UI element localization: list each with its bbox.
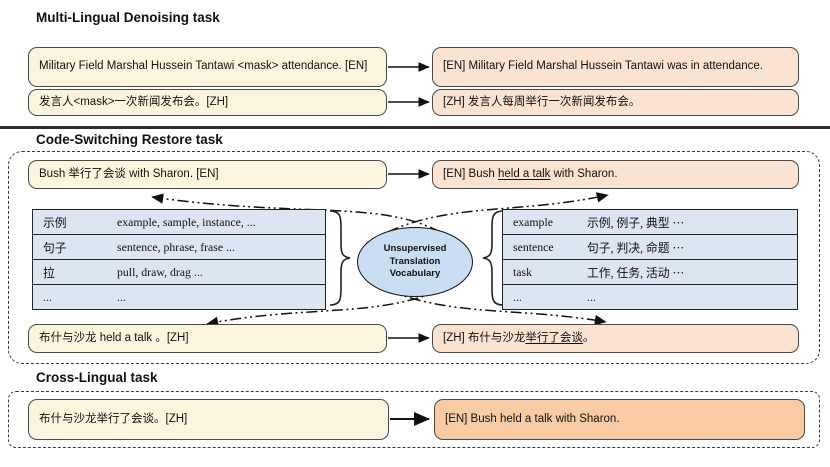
- vocab-table-zh-en: 示例 example, sample, instance, ... 句子 sen…: [32, 209, 326, 310]
- crosslingual-section-title: Cross-Lingual task: [36, 370, 158, 385]
- codeswitch-output-zh-restored: 举行了会谈: [525, 331, 583, 344]
- vocab-term: ...: [513, 289, 522, 304]
- vocab-translations: ...: [587, 289, 596, 304]
- vocab-translations: pull, draw, drag ...: [117, 264, 203, 279]
- denoising-section-title: Multi-Lingual Denoising task: [36, 10, 220, 25]
- codeswitch-input-en-box: Bush 举行了会谈 with Sharon. [EN]: [28, 160, 387, 189]
- denoising-input-en-box: Military Field Marshal Hussein Tantawi <…: [28, 47, 387, 87]
- codeswitch-input-zh-box: 布什与沙龙 held a talk 。[ZH]: [28, 324, 387, 353]
- table-row: 拉 pull, draw, drag ...: [33, 260, 325, 285]
- codeswitch-output-en-box: [EN] Bush held a talk with Sharon.: [432, 160, 799, 189]
- vocab-translations: sentence, phrase, frase ...: [117, 239, 235, 254]
- vocab-term: example: [513, 214, 553, 229]
- codeswitch-output-en-restored: held a talk: [497, 167, 551, 180]
- table-row: 句子 sentence, phrase, frase ...: [33, 235, 325, 260]
- vocab-term: 示例: [43, 215, 67, 230]
- table-row: example 示例, 例子, 典型 ⋯: [503, 210, 797, 235]
- codeswitch-output-zh-prefix: [ZH] 布什与沙龙: [443, 331, 526, 344]
- crosslingual-input-zh-text: 布什与沙龙举行了会谈。[ZH]: [39, 412, 188, 425]
- vocab-term: task: [513, 264, 533, 279]
- codeswitch-output-zh-text: [ZH] 布什与沙龙举行了会谈。: [443, 331, 594, 346]
- denoising-output-en-box: [EN] Military Field Marshal Hussein Tant…: [432, 47, 799, 87]
- vocab-translations: example, sample, instance, ...: [117, 214, 256, 229]
- vocab-term: ...: [43, 289, 52, 304]
- codeswitch-section-title: Code-Switching Restore task: [36, 132, 223, 147]
- vocab-node-line: Vocabulary: [389, 268, 441, 280]
- denoising-output-zh-box: [ZH] 发言人每周举行一次新闻发布会。: [432, 89, 799, 116]
- vocab-term: 拉: [43, 265, 55, 280]
- codeswitch-container: [8, 151, 820, 364]
- vocab-translations: 句子, 判决, 命题 ⋯: [587, 240, 685, 255]
- vocab-term: 句子: [43, 240, 67, 255]
- unsupervised-translation-vocabulary-node: Unsupervised Translation Vocabulary: [357, 227, 473, 297]
- codeswitch-output-zh-suffix: 。: [582, 331, 595, 344]
- codeswitch-input-zh-text: 布什与沙龙 held a talk 。[ZH]: [39, 331, 189, 344]
- codeswitch-output-en-suffix: with Sharon.: [550, 167, 618, 180]
- crosslingual-input-zh-box: 布什与沙龙举行了会谈。[ZH]: [28, 399, 389, 440]
- vocab-table-en-zh: example 示例, 例子, 典型 ⋯ sentence 句子, 判决, 命题…: [502, 209, 798, 310]
- codeswitch-output-en-prefix: [EN] Bush: [443, 167, 498, 180]
- vocab-node-line: Unsupervised: [383, 243, 447, 255]
- denoising-input-zh-box: 发言人<mask>一次新闻发布会。[ZH]: [28, 89, 387, 116]
- crosslingual-container: [8, 391, 820, 448]
- vocab-node-line: Translation: [389, 255, 441, 267]
- table-row: task 工作, 任务, 活动 ⋯: [503, 260, 797, 285]
- codeswitch-input-en-text: Bush 举行了会谈 with Sharon. [EN]: [39, 167, 219, 180]
- codeswitch-output-en-text: [EN] Bush held a talk with Sharon.: [443, 167, 618, 182]
- table-row: ... ...: [33, 285, 325, 309]
- denoising-output-en-text: [EN] Military Field Marshal Hussein Tant…: [443, 60, 764, 73]
- vocab-term: sentence: [513, 239, 554, 254]
- codeswitch-output-zh-box: [ZH] 布什与沙龙举行了会谈。: [432, 324, 799, 353]
- vocab-translations: 工作, 任务, 活动 ⋯: [587, 265, 685, 280]
- section-divider: [0, 126, 830, 129]
- vocab-translations: ...: [117, 289, 126, 304]
- denoising-input-en-text: Military Field Marshal Hussein Tantawi <…: [39, 60, 368, 73]
- table-row: ... ...: [503, 285, 797, 309]
- table-row: sentence 句子, 判决, 命题 ⋯: [503, 235, 797, 260]
- crosslingual-output-en-text: [EN] Bush held a talk with Sharon.: [445, 412, 620, 425]
- vocab-translations: 示例, 例子, 典型 ⋯: [587, 215, 685, 230]
- denoising-output-zh-text: [ZH] 发言人每周举行一次新闻发布会。: [443, 95, 641, 108]
- crosslingual-output-en-box: [EN] Bush held a talk with Sharon.: [434, 399, 805, 440]
- table-row: 示例 example, sample, instance, ...: [33, 210, 325, 235]
- denoising-input-zh-text: 发言人<mask>一次新闻发布会。[ZH]: [39, 95, 229, 108]
